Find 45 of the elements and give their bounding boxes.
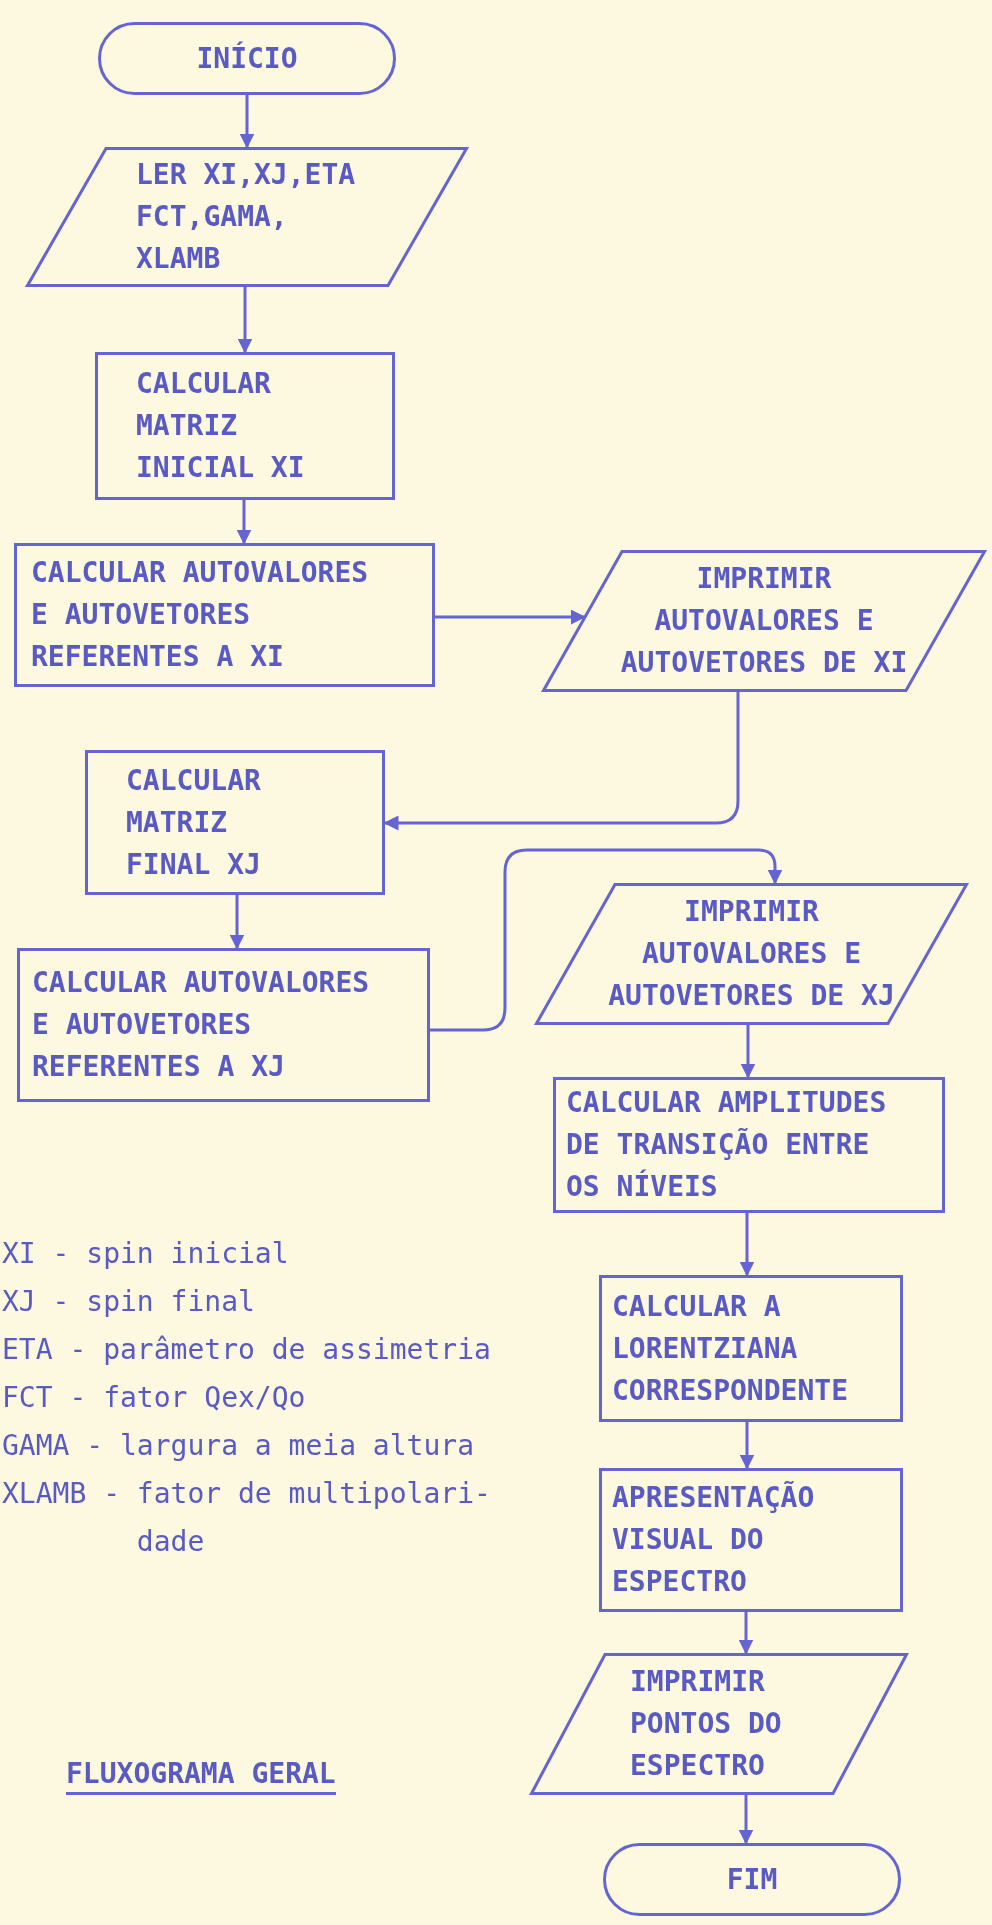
input-output-parallelogram (535, 883, 968, 1025)
arrow (239, 95, 255, 149)
node-text: CALCULAR AMPLITUDES DE TRANSIÇÃO ENTRE OS NÍVEIS (566, 1085, 888, 1205)
process-box (17, 948, 430, 1102)
process-box (85, 750, 385, 895)
input-output-parallelogram (542, 550, 986, 692)
node-text: IMPRIMIR AUTOVALORES E AUTOVETORES DE XJ (607, 894, 896, 1014)
terminal-shape (603, 1843, 901, 1916)
note-text: GAMA - largura a meia altura (2, 1428, 475, 1464)
arrow (236, 500, 252, 545)
note-text: FCT - fator Qex/Qo (2, 1380, 307, 1416)
node-text: CALCULAR A LORENTZIANA CORRESPONDENTE (612, 1288, 848, 1409)
terminal-shape (98, 22, 396, 95)
arrow (430, 848, 783, 1032)
node-text: CALCULAR MATRIZ INICIAL XI (136, 366, 306, 486)
node-text: CALCULAR AUTOVALORES E AUTOVETORES REFERENTES A XJ (32, 965, 371, 1085)
arrow (229, 895, 245, 950)
process-box (599, 1468, 903, 1612)
arrow (739, 1213, 755, 1277)
process-box (599, 1275, 903, 1422)
node-text: CALCULAR MATRIZ FINAL XJ (126, 762, 262, 883)
node-text: CALCULAR AUTOVALORES E AUTOVETORES REFERENTES A XI (31, 555, 370, 675)
process-box (553, 1077, 945, 1213)
node-text: FIM (725, 1861, 779, 1898)
diagram-title: FLUXOGRAMA GERAL (66, 1756, 336, 1795)
process-box (14, 543, 435, 687)
input-output-parallelogram (26, 147, 468, 287)
arrow (383, 692, 740, 831)
node-text: IMPRIMIR PONTOS DO ESPECTRO (630, 1664, 783, 1784)
node-text: IMPRIMIR AUTOVALORES E AUTOVETORES DE XI (619, 561, 909, 681)
input-output-parallelogram (530, 1653, 908, 1795)
node-text: LER XI,XJ,ETA FCT,GAMA, XLAMB (136, 157, 357, 277)
arrow (738, 1795, 754, 1845)
arrow (738, 1612, 754, 1655)
note-text: XJ - spin final (2, 1284, 256, 1320)
arrow (740, 1025, 756, 1079)
node-text: APRESENTAÇÃO VISUAL DO ESPECTRO (612, 1480, 816, 1600)
note-text: ETA - parâmetro de assimetria (2, 1332, 492, 1368)
note-text: XLAMB - fator de multipolari- dade (2, 1476, 492, 1560)
process-box (95, 352, 395, 500)
node-text: INÍCIO (196, 40, 298, 77)
arrow (237, 287, 253, 354)
note-text: XI - spin inicial (2, 1236, 290, 1272)
arrow (435, 609, 586, 625)
arrow (739, 1422, 755, 1470)
